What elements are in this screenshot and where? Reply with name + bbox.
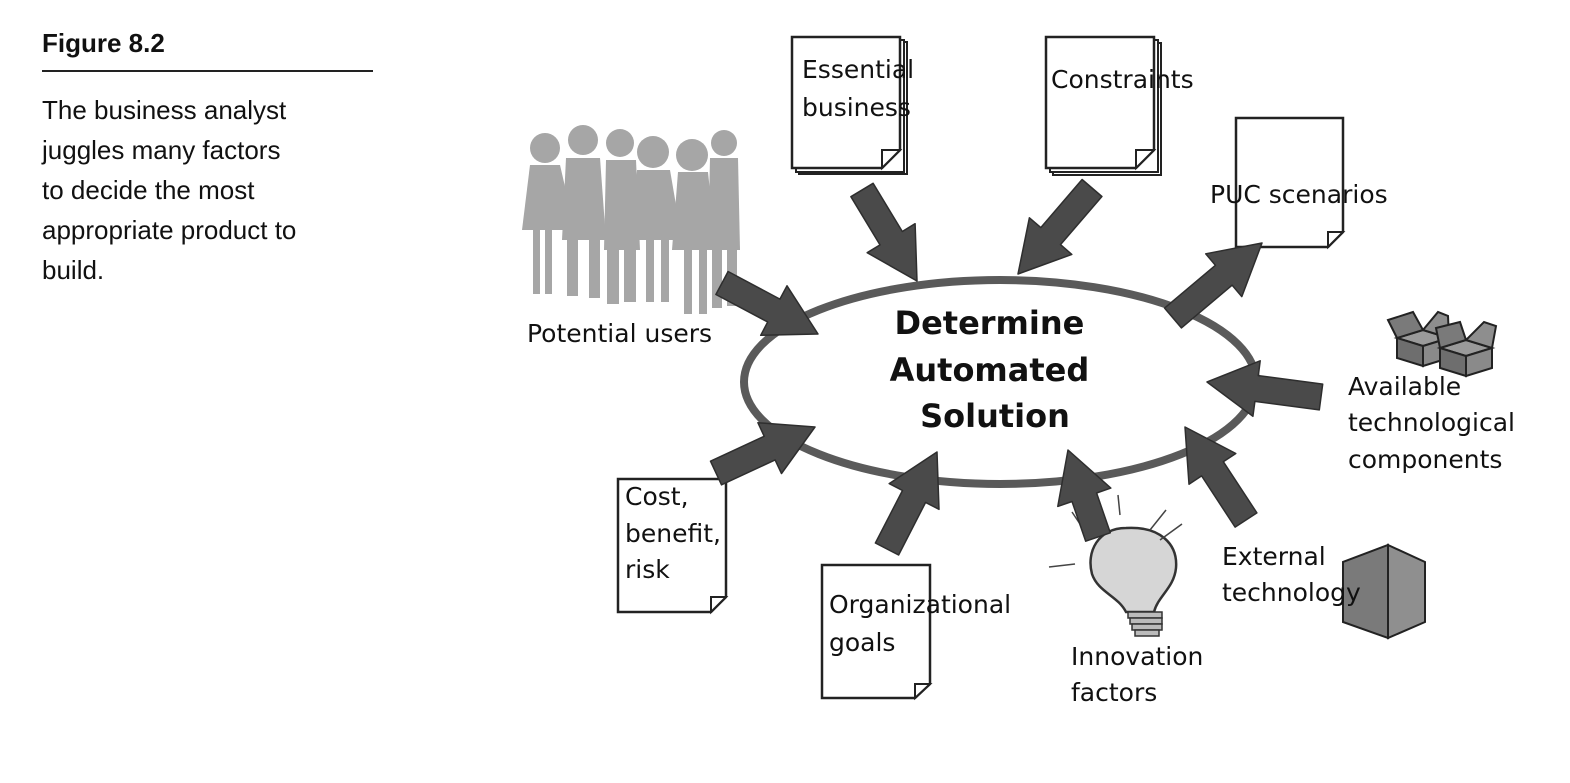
document-icon [820, 563, 933, 701]
label-line: risk [625, 555, 670, 584]
caption-line: appropriate product to [42, 215, 297, 245]
label-line: benefit, [625, 519, 721, 548]
label-line: technological [1348, 408, 1515, 437]
document-stack-icon [1044, 35, 1162, 176]
label-line: Innovation [1071, 642, 1203, 671]
label-line: Cost, [625, 482, 689, 511]
caption-divider [42, 70, 373, 72]
arrow-from-cost-benefit-risk [709, 421, 816, 486]
node-label-puc-scenarios: PUC scenarios [1210, 180, 1388, 209]
label-line: Organizational [829, 590, 1011, 619]
boxes-icon [1386, 310, 1498, 378]
cube-icon [1342, 543, 1426, 640]
center-line: Automated [890, 351, 1090, 389]
label-line: components [1348, 445, 1502, 474]
document-stack-icon [790, 35, 908, 175]
label-line: Potential users [527, 319, 712, 348]
caption-line: juggles many factors [42, 135, 281, 165]
label-line: goals [829, 628, 895, 657]
node-label-available-components: Available technological components [1348, 372, 1523, 474]
label-line: Available [1348, 372, 1461, 401]
node-label-essential-business: Essential business [802, 55, 922, 122]
label-line: Constraints [1051, 65, 1194, 94]
label-line: PUC scenarios [1210, 180, 1388, 209]
center-line: Solution [920, 397, 1070, 435]
label-line: business [802, 93, 911, 122]
label-line: technology [1222, 578, 1361, 607]
figure-caption: Figure 8.2 The business analyst juggles … [42, 24, 382, 290]
lightbulb-icon [1048, 494, 1183, 637]
arrow-from-available-components [1206, 360, 1324, 418]
people-group-icon [522, 125, 740, 314]
arrow-from-organizational-goals [874, 451, 940, 556]
node-label-potential-users: Potential users [527, 319, 712, 348]
node-label-external-technology: External technology [1222, 542, 1361, 607]
node-label-constraints: Constraints [1051, 65, 1194, 94]
arrow-from-constraints [1017, 178, 1103, 275]
node-label-organizational-goals: Organizational goals [829, 590, 1019, 657]
node-label-cost-benefit-risk: Cost, benefit, risk [625, 482, 729, 584]
arrows [709, 178, 1324, 556]
arrow-from-external-technology [1184, 426, 1258, 528]
figure-caption-text: The business analyst juggles many factor… [42, 90, 362, 290]
label-line: factors [1071, 678, 1157, 707]
center-line: Determine [895, 304, 1085, 342]
caption-line: The business analyst [42, 95, 287, 125]
arrow-to-puc-scenarios [1163, 242, 1263, 329]
document-icon [616, 477, 729, 615]
arrow-from-potential-users [715, 270, 819, 337]
caption-line: build. [42, 255, 105, 285]
caption-line: to decide the most [42, 175, 255, 205]
arrow-from-innovation-factors [1057, 449, 1112, 542]
center-label: Determine Automated Solution [890, 304, 1101, 435]
label-line: Essential [802, 55, 914, 84]
label-line: External [1222, 542, 1326, 571]
figure-label: Figure 8.2 [42, 28, 165, 58]
node-label-innovation-factors: Innovation factors [1071, 642, 1211, 707]
arrow-from-essential-business [850, 182, 918, 282]
document-icon [1234, 116, 1346, 250]
